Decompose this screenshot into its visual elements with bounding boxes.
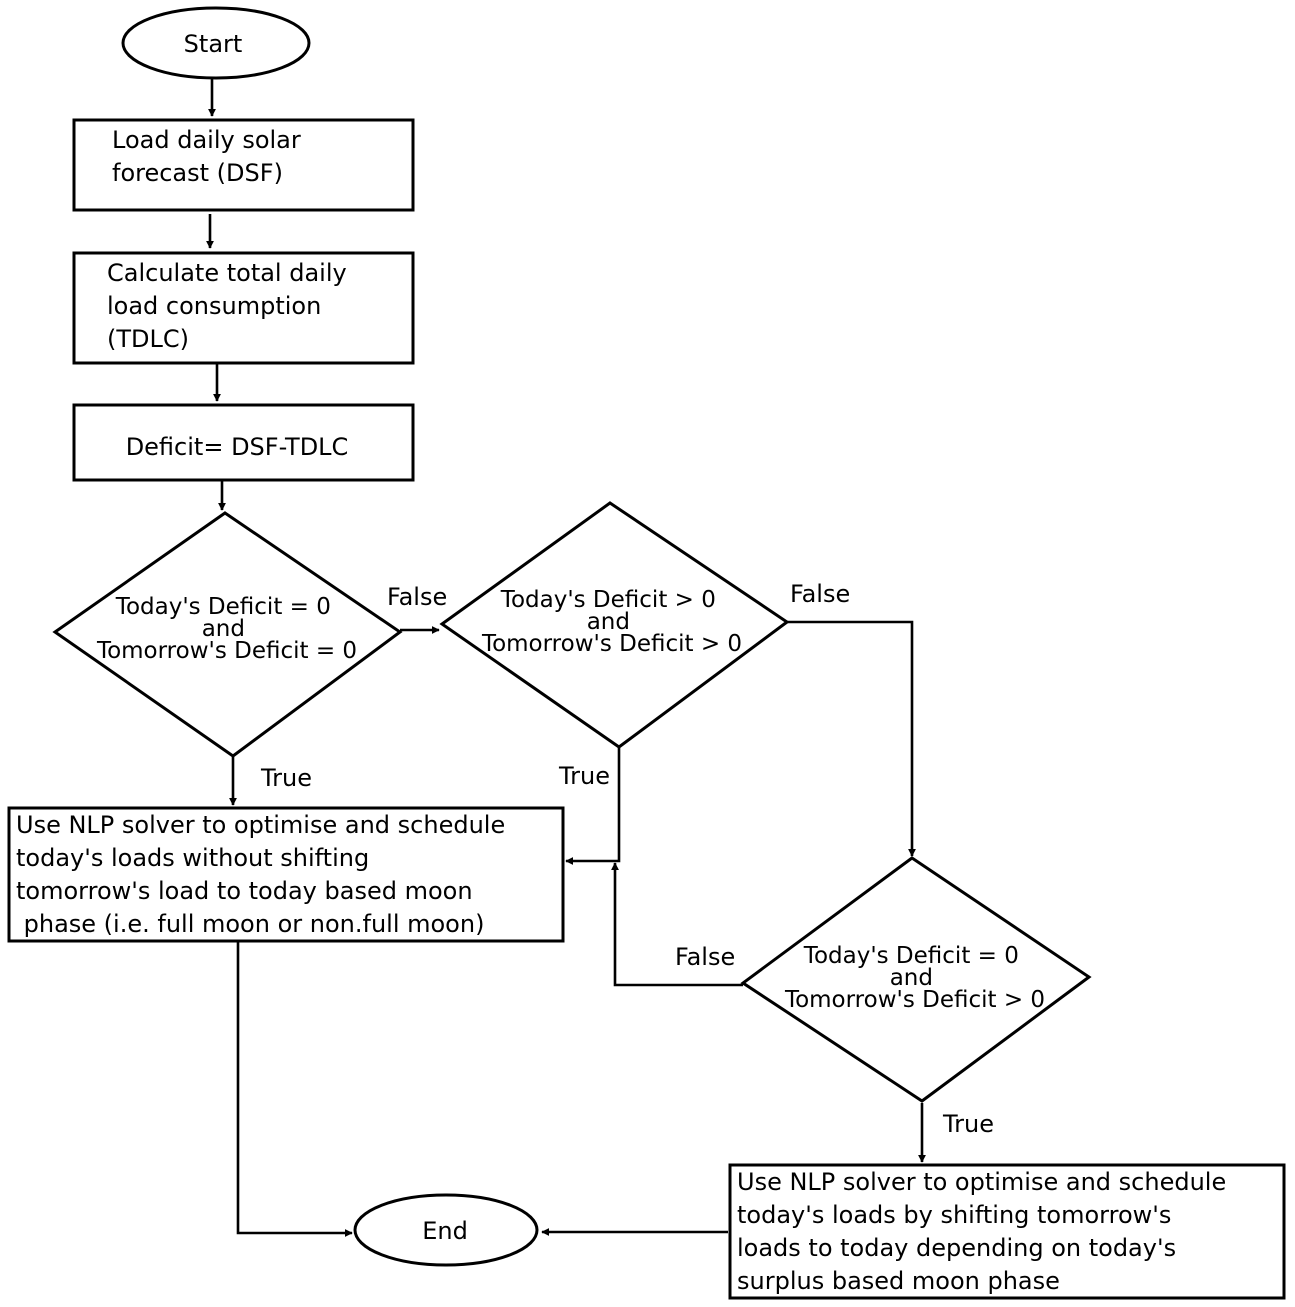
edge-process-to-end <box>236 942 353 1237</box>
process-no-shift-text: Use NLP solver to optimise and schedule … <box>16 811 513 938</box>
end-node: End <box>353 1193 539 1267</box>
decision-2: Today's Deficit > 0 and Tomorrow's Defic… <box>439 501 790 749</box>
d2-false-label: False <box>790 580 850 608</box>
calc-load-consumption-box: Calculate total daily load consumption (… <box>72 251 415 365</box>
process-no-shift-box: Use NLP solver to optimise and schedule … <box>7 806 565 943</box>
edge-d3-false-to-process <box>611 862 743 987</box>
load-solar-forecast-box: Load daily solar forecast (DSF) <box>72 118 415 212</box>
deficit-text: Deficit= DSF-TDLC <box>126 433 349 461</box>
process-shift-text: Use NLP solver to optimise and schedule … <box>737 1168 1234 1295</box>
d3-false-label: False <box>675 943 735 971</box>
d2-true-label: True <box>558 762 610 790</box>
decision-1: Today's Deficit = 0 and Tomorrow's Defic… <box>52 511 403 758</box>
load-solar-forecast-text: Load daily solar forecast (DSF) <box>112 126 308 187</box>
end-label: End <box>422 1217 468 1245</box>
decision-3-text: Today's Deficit = 0 and Tomorrow's Defic… <box>784 943 1045 1013</box>
d1-true-label: True <box>260 764 312 792</box>
decision-1-text: Today's Deficit = 0 and Tomorrow's Defic… <box>96 594 357 664</box>
deficit-box: Deficit= DSF-TDLC <box>72 403 415 482</box>
process-shift-box: Use NLP solver to optimise and schedule … <box>728 1163 1286 1300</box>
d1-false-label: False <box>387 583 447 611</box>
edge-d2-false-to-d3 <box>787 620 916 857</box>
edges <box>206 78 926 1237</box>
decision-2-text: Today's Deficit > 0 and Tomorrow's Defic… <box>481 587 742 657</box>
start-label: Start <box>184 30 243 58</box>
d3-true-label: True <box>942 1110 994 1138</box>
start-node: Start <box>121 6 311 80</box>
decision-3: Today's Deficit = 0 and Tomorrow's Defic… <box>740 856 1092 1103</box>
edge-d2-true-to-process <box>565 748 621 865</box>
calc-load-consumption-text: Calculate total daily load consumption (… <box>107 259 354 353</box>
